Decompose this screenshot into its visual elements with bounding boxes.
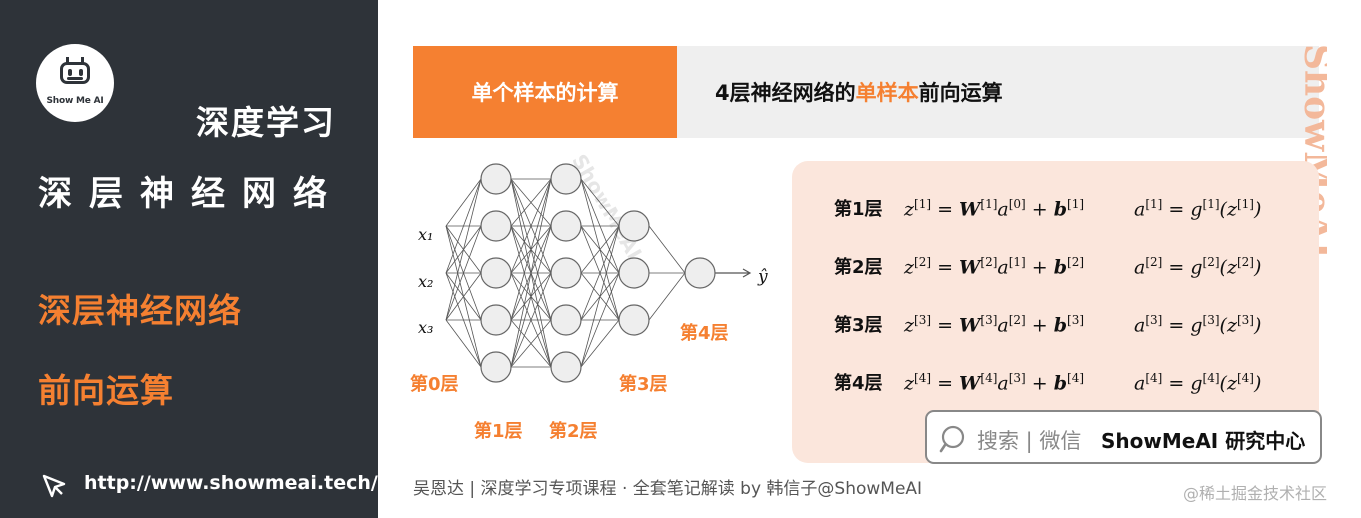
neuron-node [550,257,582,289]
network-edge [445,319,482,368]
neuron-node [550,304,582,336]
activation-equation: a[1] = g[1](z[1]) [1134,196,1262,220]
equation-layer-label: 第3层 [834,315,883,336]
search-brand: ShowMeAI 研究中心 [1101,429,1306,453]
slide-title-highlight: 单样本 [855,81,919,105]
input-x2: x₂ [418,272,433,291]
cursor-click-icon [42,474,66,498]
showmeai-logo: Show Me AI [36,44,114,122]
website-link[interactable]: http://www.showmeai.tech/ [84,472,378,494]
neuron-node [480,304,512,336]
equation-layer-label: 第4层 [834,373,883,394]
topic-line-1: 深层神经网络 [38,291,242,330]
equation-row: 第1层 z[1] = W[1]a[0] + b[1] a[1] = g[1](z[1… [834,195,1261,221]
network-edge [445,178,482,321]
network-edge [648,272,686,321]
layer-label-1: 第1层 [474,420,523,442]
course-title: 深度学习 [196,103,336,142]
equation-layer-label: 第2层 [834,257,883,278]
network-edge [445,272,482,321]
network-edges [445,178,752,368]
network-edge [580,225,620,274]
neuron-node [550,351,582,383]
neuron-node [480,163,512,195]
search-label: 搜索 | 微信 [977,429,1082,453]
network-edge [580,272,620,368]
slide-title-post: 前向运算 [918,81,1003,105]
section-tag: 单个样本的计算 [413,46,677,138]
network-edge [510,319,552,368]
neuron-node [618,304,650,336]
network-edge [648,225,686,274]
activation-equation: a[3] = g[3](z[3]) [1134,312,1262,336]
neuron-node [618,257,650,289]
logo-text: Show Me AI [46,96,104,106]
source-watermark: @稀土掘金技术社区 [1183,484,1328,503]
wechat-search-banner: 搜索 | 微信 ShowMeAI 研究中心 [925,410,1322,464]
neuron-node [684,257,716,289]
layer-label-4: 第4层 [680,322,729,344]
activation-equation: a[2] = g[2](z[2]) [1134,254,1262,278]
equation-row: 第2层 z[2] = W[2]a[1] + b[2] a[2] = g[2](z[2… [834,253,1261,279]
network-edge [580,178,620,227]
neuron-node [550,163,582,195]
topic-line-2: 前向运算 [38,371,174,410]
neuron-node [480,257,512,289]
linear-equation: z[3] = W[3]a[2] + b[3] [904,312,1085,336]
footer-credit: 吴恩达 | 深度学习专项课程 · 全套笔记解读 by 韩信子@ShowMeAI [413,479,923,499]
equations-panel: 第1层 z[1] = W[1]a[0] + b[1] a[1] = g[1](z[1… [792,161,1319,463]
network-edge [580,225,620,321]
layer-label-3: 第3层 [619,373,668,395]
network-nodes [480,163,716,383]
slide-title: 4层神经网络的单样本前向运算 [677,46,1319,138]
equation-row: 第3层 z[3] = W[3]a[2] + b[3] a[3] = g[3](z[3… [834,311,1261,337]
activation-equation: a[4] = g[4](z[4]) [1134,370,1262,394]
linear-equation: z[2] = W[2]a[1] + b[2] [904,254,1085,278]
neuron-node [480,210,512,242]
network-edge [445,225,482,321]
layer-label-2: 第2层 [549,420,598,442]
network-edge [510,178,552,274]
neuron-node [618,210,650,242]
network-edge [510,178,552,321]
equation-layer-label: 第1层 [834,199,883,220]
linear-equation: z[4] = W[4]a[3] + b[4] [904,370,1085,394]
network-edge [510,178,552,368]
network-edge [580,225,620,368]
sidebar-panel: Show Me AI 深度学习 深层神经网络 深层神经网络 前向运算 http:… [0,0,378,518]
layer-label-0: 第0层 [410,373,459,395]
network-edge [510,178,552,227]
neuron-node [480,351,512,383]
neuron-node [550,210,582,242]
slide-content: 单个样本的计算 4层神经网络的单样本前向运算 ShowMeAI ShowMeAI… [378,0,1361,518]
network-edge [510,272,552,368]
neural-network-diagram: x₁ x₂ x₃ ŷ 第0层 第1层 第2层 第3层 第4层 [410,163,768,442]
network-edge [445,178,482,274]
linear-equation: z[1] = W[1]a[0] + b[1] [904,196,1085,220]
search-icon [939,425,965,453]
robot-face-icon [60,62,90,84]
output-yhat: ŷ [757,267,768,287]
network-edge [445,178,482,227]
network-edge [510,225,552,368]
input-x3: x₃ [418,318,433,337]
equation-row: 第4层 z[4] = W[4]a[3] + b[4] a[4] = g[4](z[4… [834,369,1261,395]
chapter-title: 深层神经网络 [38,174,344,214]
network-edge [580,319,620,368]
slide-title-pre: 4层神经网络的 [715,81,856,105]
input-x1: x₁ [418,225,433,244]
output-arrow [715,268,752,278]
